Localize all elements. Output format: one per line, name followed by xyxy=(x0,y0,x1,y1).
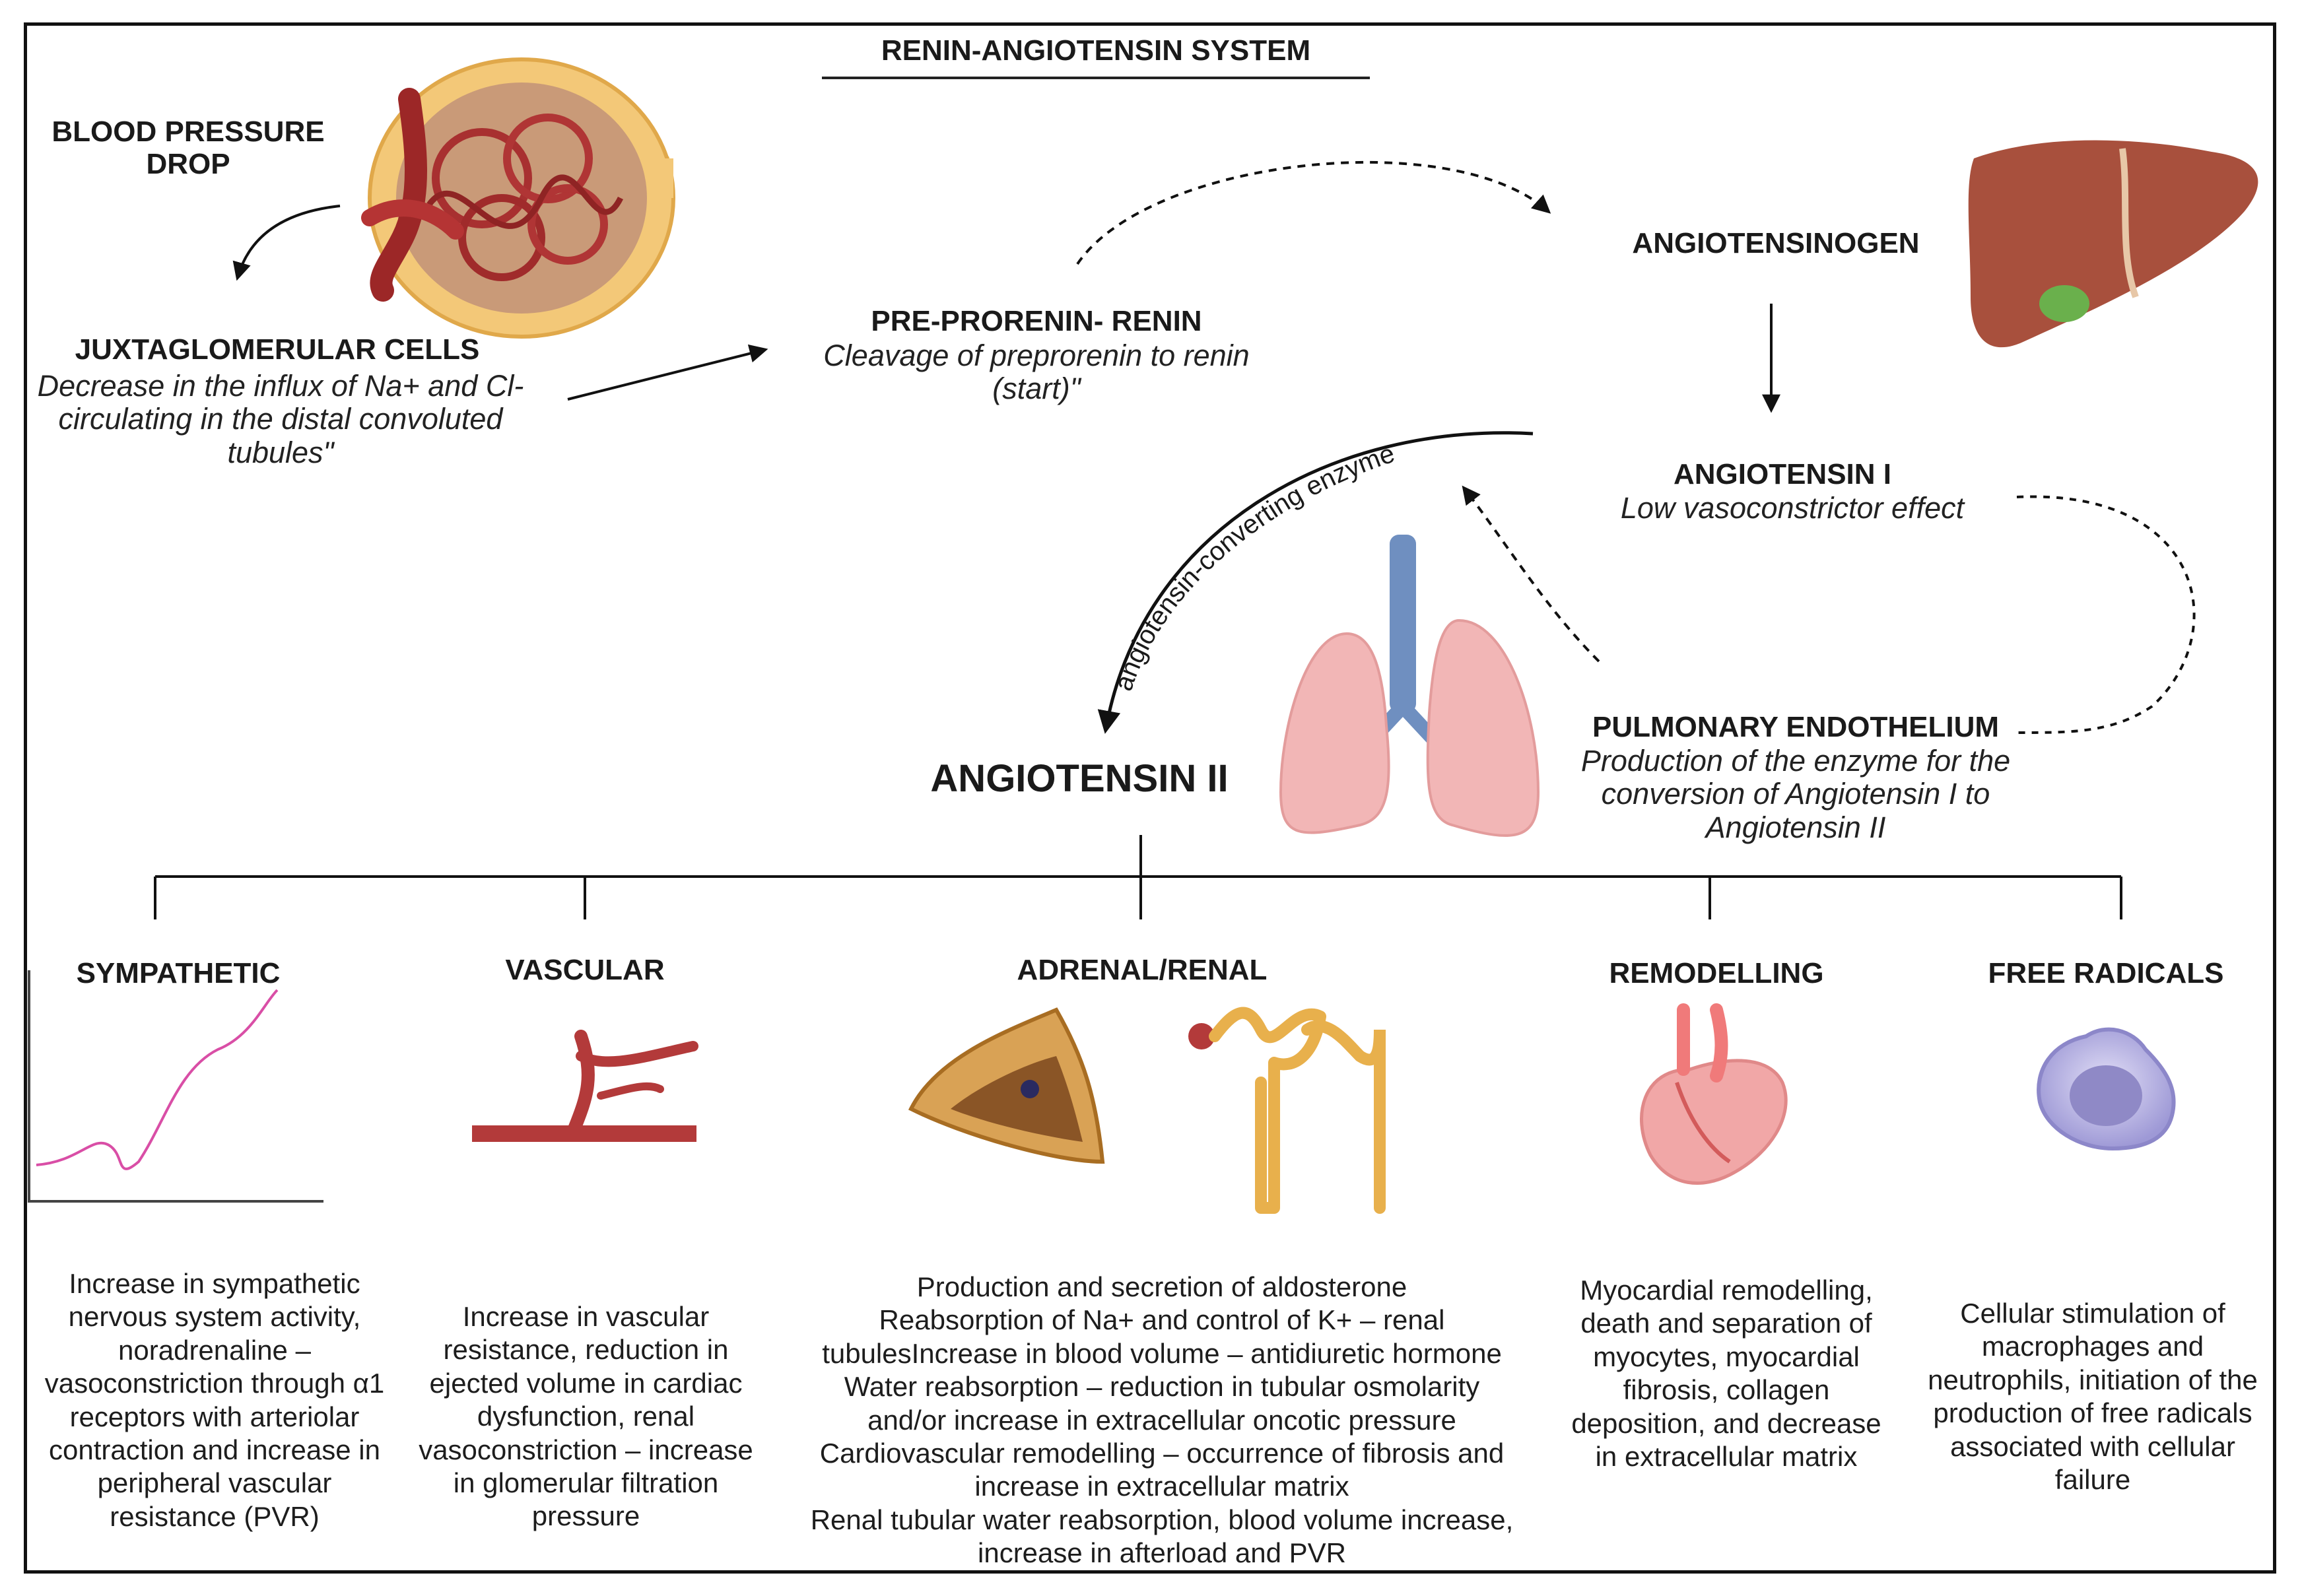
adrenal-line: increase in extracellular matrix xyxy=(974,1471,1349,1502)
adrenal-line: Water reabsorption – reduction in tubula… xyxy=(844,1371,1480,1403)
adrenal-line: Reabsorption of Na+ and control of K+ – … xyxy=(879,1304,1445,1336)
vascular-text: Increase in vascular resistance, reducti… xyxy=(419,1301,753,1532)
angiotensin-i-text: Low vasoconstrictor effect xyxy=(1620,491,1965,525)
nephron-icon xyxy=(1188,1007,1386,1214)
sympathetic-heading: SYMPATHETIC xyxy=(76,957,281,989)
adrenal-line: tubulesIncrease in blood volume – antidi… xyxy=(822,1337,1502,1369)
vascular-heading: VASCULAR xyxy=(505,954,665,986)
prorenin-text: Cleavage of preprorenin to renin (start)… xyxy=(823,339,1250,406)
adrenal-gland-icon xyxy=(908,1007,1105,1164)
juxtaglomerular-text: Decrease in the influx of Na+ and Cl- ci… xyxy=(37,369,524,469)
liver-icon xyxy=(1968,140,2258,348)
prorenin-heading: PRE-PRORENIN- RENIN xyxy=(871,305,1202,337)
angiotensin-ii-heading: ANGIOTENSIN II xyxy=(930,757,1229,800)
sympathetic-text: Increase in sympathetic nervous system a… xyxy=(44,1268,385,1532)
blood-vessel-icon xyxy=(472,1030,698,1142)
adrenal-line: Cardiovascular remodelling – occurrence … xyxy=(819,1437,1505,1469)
kidney-glomerulus-icon xyxy=(361,57,675,339)
adrenal-line: increase in afterload and PVR xyxy=(978,1537,1346,1569)
remodelling-heading: REMODELLING xyxy=(1609,957,1824,989)
angiotensin-i-heading: ANGIOTENSIN I xyxy=(1673,458,1892,490)
juxtaglomerular-heading: JUXTAGLOMERULAR CELLS xyxy=(75,333,480,366)
sympathetic-graph xyxy=(28,970,323,1203)
blood-pressure-drop-label: BLOOD PRESSURE DROP xyxy=(51,116,325,181)
free-radicals-heading: FREE RADICALS xyxy=(1988,957,2224,989)
macrophage-cell-icon xyxy=(2037,1027,2176,1151)
adrenal-renal-heading: ADRENAL/RENAL xyxy=(1017,954,1268,986)
diagram-title: RENIN-ANGIOTENSIN SYSTEM xyxy=(822,34,1370,79)
adrenal-line: Production and secretion of aldosterone xyxy=(916,1271,1407,1302)
effects-tree-connector xyxy=(154,835,2122,919)
heart-icon xyxy=(1640,1003,1788,1185)
free-radicals-text: Cellular stimulation of macrophages and … xyxy=(1928,1298,2258,1495)
adrenal-renal-text: Production and secretion of aldosterone … xyxy=(779,1271,1545,1570)
pulmonary-endothelium-text: Production of the enzyme for the convers… xyxy=(1580,744,2011,844)
remodelling-text: Myocardial remodelling, death and separa… xyxy=(1571,1275,1881,1472)
lungs-icon xyxy=(1279,535,1540,837)
diagram-frame xyxy=(24,22,2276,1574)
adrenal-line: Renal tubular water reabsorption, blood … xyxy=(810,1504,1514,1535)
adrenal-line: and/or increase in extracellular oncotic… xyxy=(867,1404,1456,1436)
angiotensinogen-heading: ANGIOTENSINOGEN xyxy=(1632,227,1920,259)
flow-arrows xyxy=(232,160,2196,734)
pulmonary-endothelium-heading: PULMONARY ENDOTHELIUM xyxy=(1592,711,1999,743)
